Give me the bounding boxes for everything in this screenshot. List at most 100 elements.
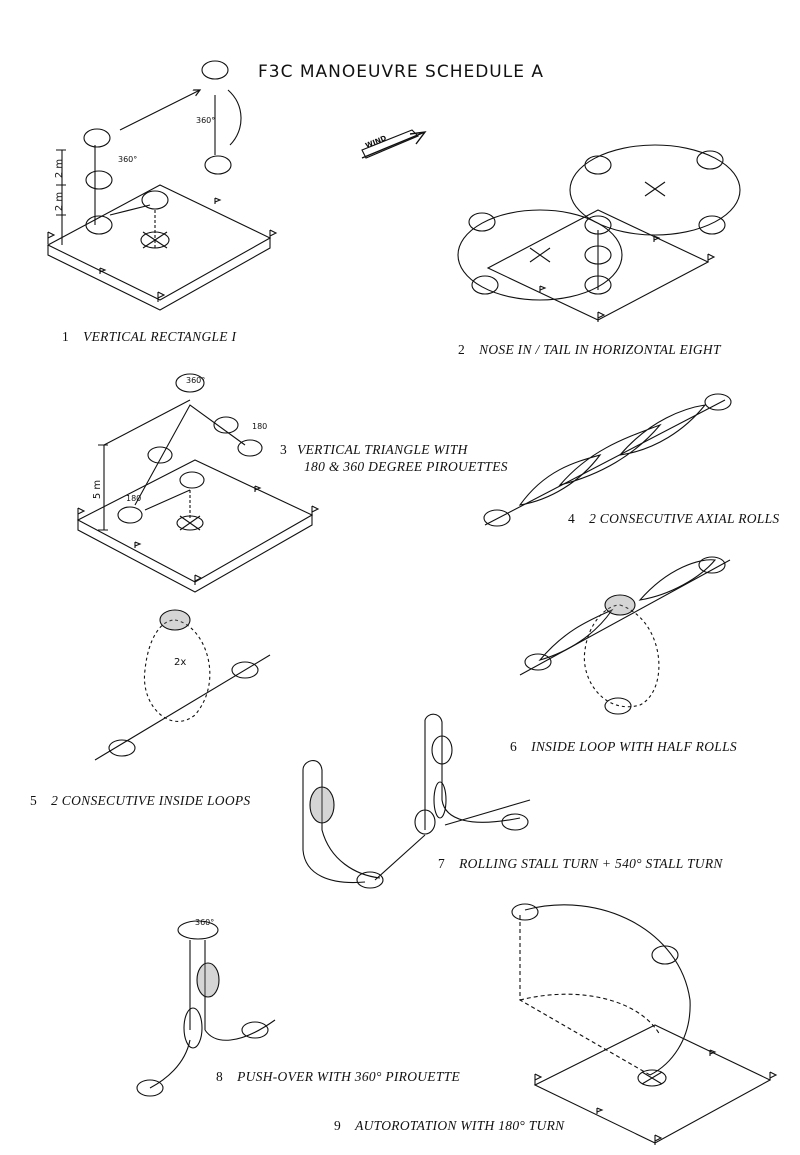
d5-2x-label: 2x [174,657,187,668]
d3-360-label: 360° [186,376,206,385]
caption-4: 4 2 CONSECUTIVE AXIAL ROLLS [568,511,779,527]
caption-number: 4 [568,511,576,526]
d1-flag [100,268,105,274]
d1-360-label: 360° [196,116,216,125]
caption-number: 2 [458,342,466,357]
d2-right-loop [570,145,740,235]
d7-right-column [425,714,520,822]
d2-flag [654,236,659,242]
d3-heli [176,374,204,392]
caption-number: 1 [62,329,70,344]
d7-left-column [303,761,380,878]
d9-heli-end [638,1070,666,1086]
diagram-7-rolling-stall-turn [303,714,530,888]
d1-heli [142,191,168,209]
d3-flag [135,542,140,548]
diagram-4-axial-rolls [484,394,731,526]
d5-axis-line [95,655,270,760]
caption-text: AUTOROTATION WITH 180° TURN [355,1118,565,1133]
d2-heli [585,246,611,264]
d1-heli [84,129,110,147]
d6-lobes [540,560,715,660]
d8-entry [150,1040,190,1088]
d1-arc [228,90,241,145]
diagram-9-autorotation [512,904,776,1145]
d9-flag [655,1135,661,1145]
d3-dim [98,445,108,530]
d8-heli-bottom [137,1080,163,1096]
d1-flag [158,292,164,302]
d9-heli-mid [652,946,678,964]
d4-heli-end [705,394,731,410]
d4-roll-lobes [520,405,705,505]
d9-ground-arc [520,994,660,1035]
d9-flag [597,1108,602,1114]
caption-text: 2 CONSECUTIVE AXIAL ROLLS [589,511,780,526]
d7-heli-end [502,814,528,830]
d1-mid-path [110,205,150,215]
d8-column [190,940,205,1030]
d1-heli [205,156,231,174]
d2-heli [585,276,611,294]
d5-heli-top [160,610,190,630]
caption-number: 9 [334,1118,342,1133]
d3-heli [148,447,172,463]
d7-heli-start [357,872,383,888]
d3-tri-base [145,490,190,510]
d9-ground-square [535,1025,770,1143]
d3-tri [135,405,245,505]
d8-exit-right [205,1020,275,1040]
d1-flag [215,198,220,204]
d1-2m-label: 2 m [54,158,66,179]
d1-2m-label: 2 m [54,191,66,212]
d1-vertical-dim [56,150,66,245]
d7-heli [415,810,435,834]
d9-x-mark [642,1072,662,1084]
d3-heli-shadow [177,516,203,530]
caption-number: 6 [510,739,518,754]
d4-heli-start [484,510,510,526]
d5-heli-right [232,662,258,678]
caption-3-line2: 180 & 360 DEGREE PIROUETTES [304,459,508,474]
d2-heli [585,156,611,174]
d3-flag [312,506,318,515]
d3-heli [214,417,238,433]
d3-flag [78,508,84,520]
d2-flag [708,254,714,262]
caption-number: 8 [216,1069,224,1084]
d2-heli [472,276,498,294]
caption-8: 8 PUSH-OVER WITH 360° PIROUETTE [216,1069,460,1085]
d7-diag-2 [445,800,530,825]
diagram-3-vertical-triangle [78,374,318,592]
diagram-2-horizontal-eight [458,145,740,322]
d6-loop [584,605,659,707]
d2-heli [585,216,611,234]
d1-360-label: 360° [118,155,138,164]
diagram-6-inside-loop-half-rolls [520,557,730,714]
caption-text: VERTICAL TRIANGLE WITH [297,442,468,457]
d9-arc [525,905,690,1075]
d6-heli-bottom [605,698,631,714]
caption-number: 3 [280,442,288,457]
d6-heli-left [525,654,551,670]
d5-heli-bottom [109,740,135,756]
d5-loop [144,620,209,721]
d1-flag [48,232,54,244]
d3-flag [195,575,201,585]
caption-text: ROLLING STALL TURN + 540° STALL TURN [459,856,723,871]
d6-heli-top [605,595,635,615]
d2-flag [598,312,604,322]
caption-text: PUSH-OVER WITH 360° PIROUETTE [237,1069,461,1084]
d6-heli-right [699,557,725,573]
d7-diagonal [375,835,425,880]
d3-5m-label: 5 m [92,479,104,500]
diagram-1-vertical-rectangle [48,61,276,310]
d3-heli [180,472,204,488]
d2-x-mark [645,182,665,196]
d6-axis-line [520,560,730,675]
d7-roll-lobe [434,782,446,818]
